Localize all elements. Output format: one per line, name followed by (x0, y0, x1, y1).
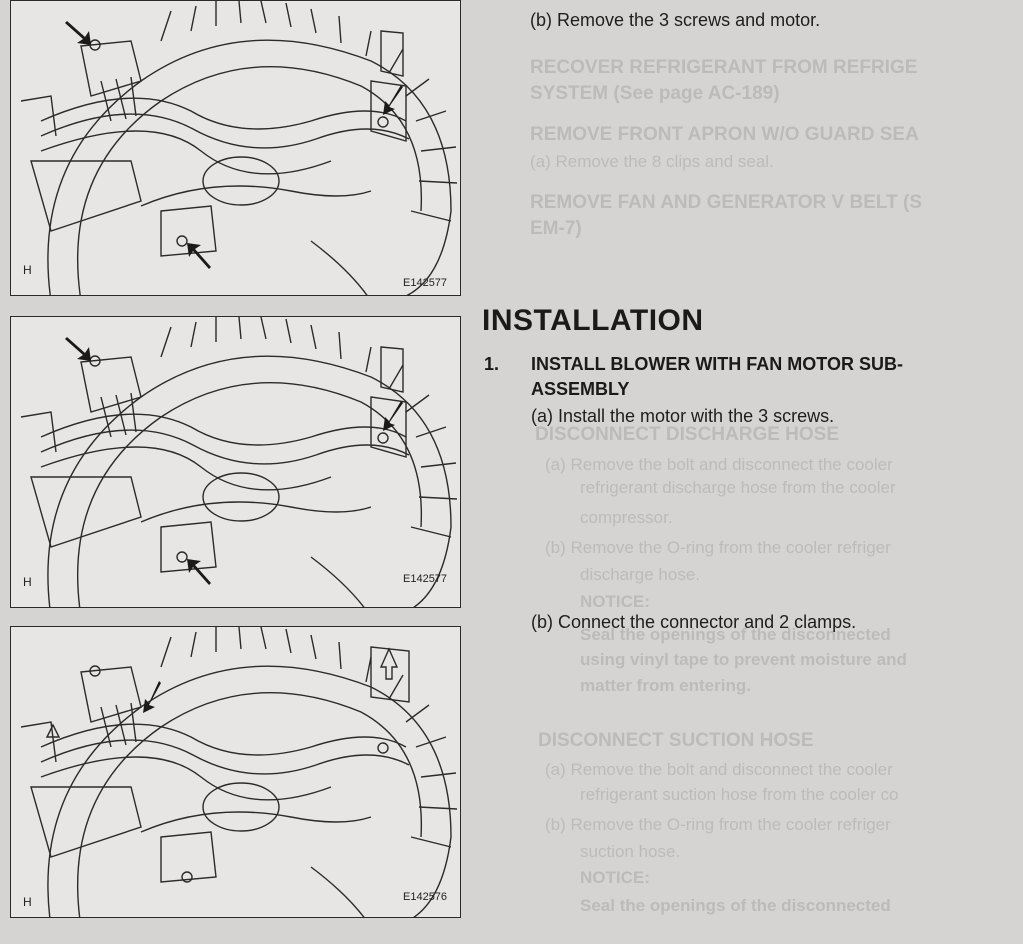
bleed-line: Seal the openings of the disconnected (580, 625, 891, 644)
bleed-line: refrigerant suction hose from the cooler… (580, 785, 899, 804)
figure-code: E142577 (403, 277, 448, 289)
bleed-line: (a) Remove the bolt and disconnect the c… (545, 760, 893, 779)
bleed-line: discharge hose. (580, 565, 701, 584)
step-remove-screws-motor: (b) Remove the 3 screws and motor. (530, 10, 821, 30)
bleed-line: EM-7) (530, 218, 582, 239)
bleed-line: (a) Remove the 8 clips and seal. (530, 152, 774, 171)
figure-code: E142577 (403, 573, 448, 585)
figure-connect-connector: H E142576 (10, 626, 461, 918)
step-connect-connector: (b) Connect the connector and 2 clamps. (531, 612, 857, 632)
bleed-line: RECOVER REFRIGERANT FROM REFRIGE (530, 57, 918, 78)
bleed-line: (b) Remove the O-ring from the cooler re… (545, 538, 891, 557)
bleed-line: DISCONNECT SUCTION HOSE (538, 730, 814, 751)
figure-view-letter: H (23, 575, 32, 589)
bleed-line: DISCONNECT DISCHARGE HOSE (535, 424, 840, 445)
bleed-line: matter from entering. (580, 676, 751, 695)
bleed-line: SYSTEM (See page AC-189) (530, 83, 780, 104)
figure-view-letter: H (23, 895, 32, 909)
installation-heading: INSTALLATION (482, 304, 704, 337)
bleed-line: refrigerant discharge hose from the cool… (580, 478, 896, 497)
figure-code: E142576 (403, 891, 448, 903)
bleed-line: (b) Remove the O-ring from the cooler re… (545, 815, 891, 834)
blower-drawing (20, 1, 458, 295)
install-step-title-line2: ASSEMBLY (531, 379, 630, 399)
bleed-line: (a) Remove the bolt and disconnect the c… (545, 455, 893, 474)
blower-drawing (20, 317, 458, 607)
figure-view-letter: H (23, 263, 32, 277)
blower-drawing (20, 627, 458, 917)
bleed-line: REMOVE FAN AND GENERATOR V BELT (S (530, 192, 922, 213)
figure-remove-motor: H E142577 (10, 0, 461, 296)
step-install-motor: (a) Install the motor with the 3 screws. (531, 406, 835, 426)
install-step-number: 1. (484, 354, 500, 374)
figure-install-motor: H E142577 (10, 316, 461, 608)
bleed-line: suction hose. (580, 842, 681, 861)
bleed-line: compressor. (580, 508, 673, 527)
bleed-line: using vinyl tape to prevent moisture and (580, 650, 907, 669)
bleed-line: Seal the openings of the disconnected (580, 896, 891, 915)
bleed-line: REMOVE FRONT APRON W/O GUARD SEA (530, 124, 919, 145)
bleed-line: NOTICE: (580, 592, 650, 611)
install-step-title-line1: INSTALL BLOWER WITH FAN MOTOR SUB- (531, 354, 903, 374)
bleed-line: NOTICE: (580, 868, 650, 887)
